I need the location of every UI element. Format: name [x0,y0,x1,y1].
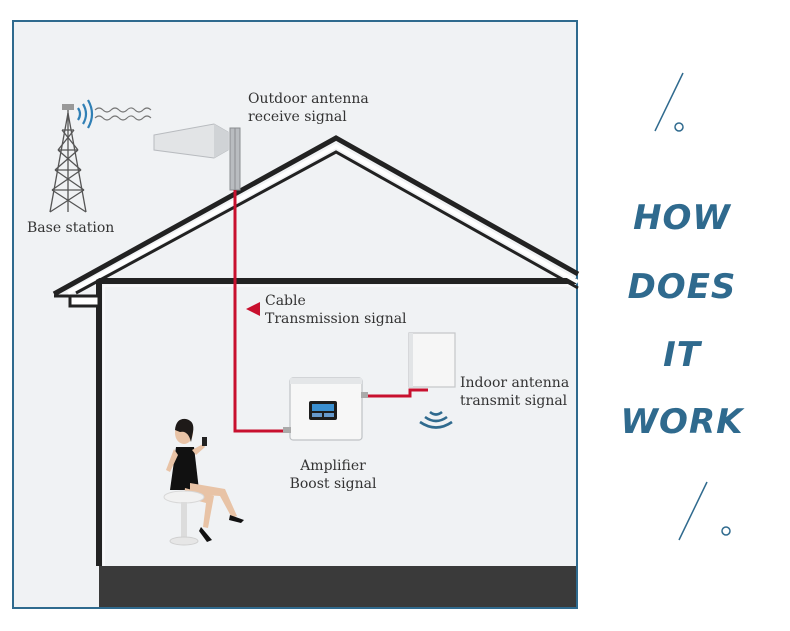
outdoor-antenna-icon [153,123,241,191]
outdoor-antenna-label: Outdoor antenna receive signal [248,90,369,126]
indoor-cable [366,388,428,398]
wireless-wave-lines [94,107,152,121]
indoor-signal-waves-icon [419,410,453,429]
tower-signal-waves-icon [77,99,94,129]
cable-label-line1: Cable [265,293,306,309]
base-station-label: Base station [27,220,115,236]
cable-label-line2: Transmission signal [265,311,407,327]
cable-label: Cable Transmission signal [265,292,407,328]
headline-does: DOES [627,267,737,307]
base-station-tower-icon [49,104,87,213]
headline-it: IT [663,335,701,375]
indoor-antenna-label-line1: Indoor antenna [460,375,570,391]
signal-cable [233,190,290,433]
outdoor-antenna-label-line2: receive signal [248,109,347,125]
roof [54,294,101,308]
amplifier-device-icon [283,377,368,441]
amplifier-label-line2: Boost signal [289,476,377,492]
house-diagram-panel [12,20,578,609]
decorative-slash-top [654,72,684,132]
indoor-antenna-icon [408,332,456,388]
woman-with-phone-image [163,418,244,546]
floor [99,566,576,607]
cable-direction-arrow-icon [246,302,260,316]
amplifier-label-line1: Amplifier [300,458,366,474]
indoor-antenna-label-line2: transmit signal [460,393,568,409]
decorative-slash-bottom [678,481,731,541]
headline-how: HOW [633,198,731,238]
indoor-antenna-label: Indoor antenna transmit signal [460,374,569,410]
amplifier-label: Amplifier Boost signal [278,457,388,493]
headline-work: WORK [620,402,744,442]
outdoor-antenna-label-line1: Outdoor antenna [248,91,369,107]
